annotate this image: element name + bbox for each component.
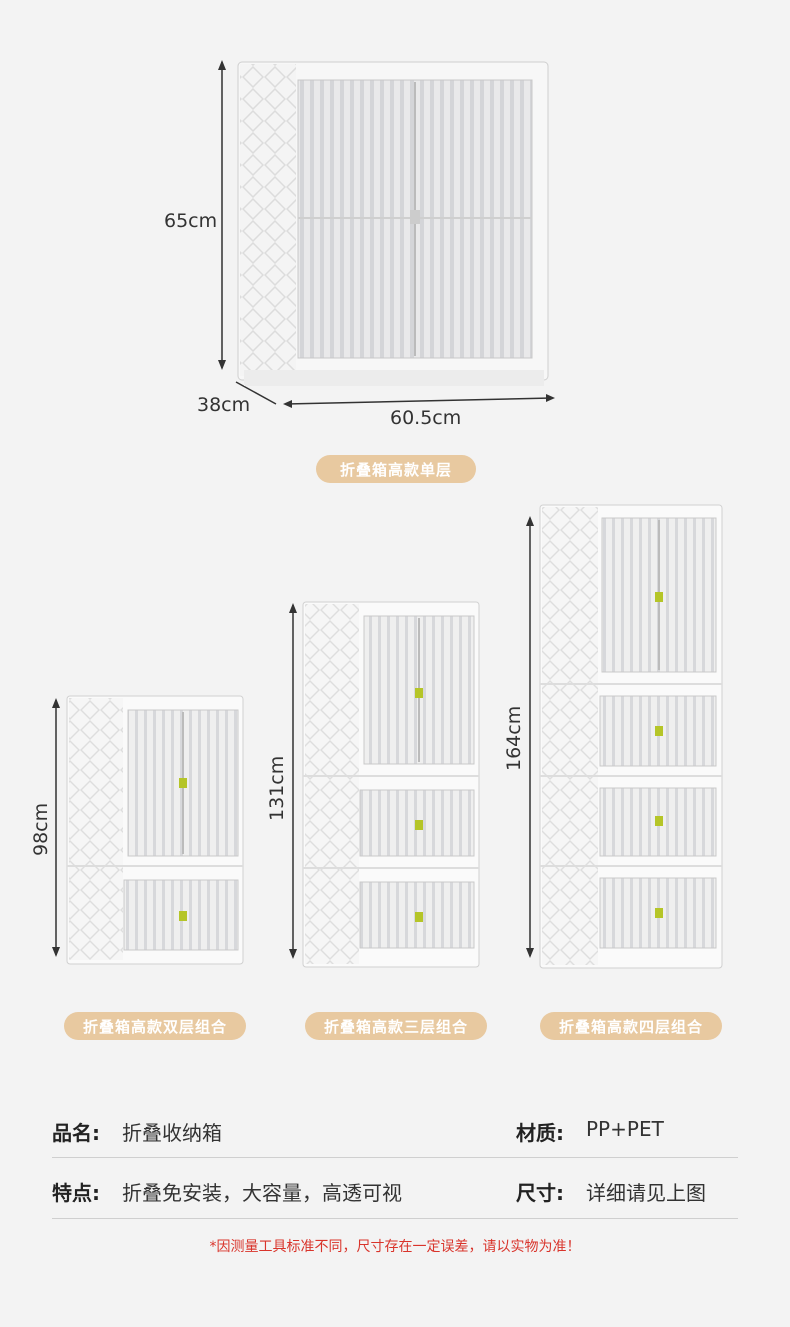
size-value: 详细请见上图 [586,1181,706,1205]
divider-1 [52,1157,738,1158]
multi-cabinet-illustrations [52,504,723,969]
width-dimension: 60.5cm [390,407,462,429]
name-value: 折叠收纳箱 [122,1121,222,1145]
feature-label: 特点: [52,1181,100,1205]
depth-dimension: 38cm [197,394,251,416]
single-cabinet-illustration [218,60,555,408]
double-height-dimension: 98cm [30,802,52,856]
label-triple: 折叠箱高款三层组合 [305,1012,487,1040]
height-dimension: 65cm [164,210,218,232]
divider-2 [52,1218,738,1219]
material-value: PP+PET [586,1117,664,1141]
measurement-note: *因测量工具标准不同，尺寸存在一定误差，请以实物为准！ [209,1239,581,1255]
size-label: 尺寸: [516,1181,564,1205]
triple-height-dimension: 131cm [266,755,288,821]
material-label: 材质: [516,1121,564,1145]
quad-height-dimension: 164cm [503,705,525,771]
label-quad: 折叠箱高款四层组合 [540,1012,722,1040]
name-label: 品名: [52,1121,100,1145]
feature-value: 折叠免安装，大容量，高透可视 [122,1181,402,1205]
label-double: 折叠箱高款双层组合 [64,1012,246,1040]
label-single: 折叠箱高款单层 [316,455,476,483]
